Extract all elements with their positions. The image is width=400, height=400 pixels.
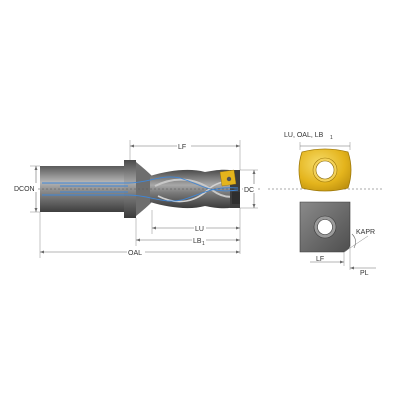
drill-insert-screw [226, 176, 232, 182]
dimension-dcon: DCON [14, 165, 40, 213]
label-kapr: KAPR [356, 229, 375, 236]
label-dcon: DCON [14, 186, 35, 193]
label-insert-top: LU, OAL, LB [284, 132, 324, 139]
insert-grey-hole [317, 219, 333, 235]
label-lb1: LB [193, 238, 202, 245]
dimension-kapr: KAPR [343, 229, 375, 253]
dimension-oal: OAL [39, 212, 240, 258]
label-insert-top-sub: 1 [330, 135, 333, 141]
label-lf-insert: LF [316, 256, 324, 263]
label-lu: LU [195, 226, 204, 233]
drill-insert-dark [232, 192, 240, 204]
coolant-channels [42, 176, 239, 202]
dimension-lu: LU [151, 208, 241, 254]
insert-gold [298, 148, 352, 192]
dimension-lb1: LB 1 [135, 218, 240, 247]
label-dc: DC [244, 187, 254, 194]
label-lf: LF [178, 144, 186, 151]
insert-gold-hole [315, 160, 335, 180]
label-lb1-sub: 1 [202, 241, 205, 247]
insert-grey [299, 201, 351, 253]
insert-views: LU, OAL, LB 1 KAPR LF [284, 132, 376, 277]
label-oal: OAL [128, 250, 142, 257]
dimension-lf-insert: LF [310, 246, 351, 270]
dimension-dc: DC [240, 169, 258, 209]
label-pl: PL [360, 270, 369, 277]
dimension-lf: LF [129, 140, 241, 170]
dimension-pl: PL [350, 266, 376, 277]
